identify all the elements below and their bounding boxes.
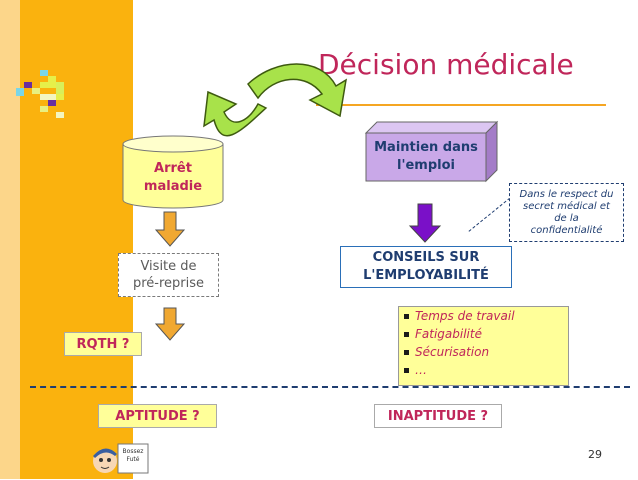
conseils-line-1: CONSEILS SUR	[372, 250, 480, 265]
list-item: Fatigabilité	[399, 326, 568, 343]
confidentiality-note: Dans le respect du secret médical et de …	[509, 183, 624, 242]
pixel-decoration-icon	[16, 70, 64, 118]
logo: Bossez Futé	[87, 440, 149, 476]
logo-text: Bossez Futé	[118, 448, 148, 464]
conseils-box: CONSEILS SUR L'EMPLOYABILITÉ	[340, 246, 512, 288]
inaptitude-box: INAPTITUDE ?	[374, 404, 502, 428]
page-title: Décision médicale	[318, 48, 574, 81]
circular-arrows-icon	[203, 63, 348, 137]
maintien-label: Maintien dans l'emploi	[366, 137, 486, 177]
conseils-line-2: L'EMPLOYABILITÉ	[363, 268, 489, 283]
logo-icon	[93, 443, 149, 474]
aptitude-box: APTITUDE ?	[98, 404, 217, 428]
arret-line-1: Arrêt	[154, 161, 192, 176]
note-line-4: confidentialité	[530, 224, 603, 236]
note-line-2: secret médical et	[523, 200, 610, 212]
logo-line-1: Bossez	[122, 448, 144, 455]
left-sidebar-stripe	[0, 0, 20, 479]
maintien-line-1: Maintien dans	[374, 140, 478, 155]
note-connector	[467, 197, 511, 233]
visite-line-2: pré-reprise	[132, 276, 205, 291]
bullet-list: Temps de travail Fatigabilité Sécurisati…	[399, 308, 568, 379]
page-number: 29	[588, 448, 602, 461]
arret-line-2: maladie	[143, 179, 203, 194]
arret-maladie-cylinder	[122, 135, 224, 209]
list-item: Temps de travail	[399, 308, 568, 325]
inaptitude-label: INAPTITUDE ?	[387, 408, 489, 424]
logo-line-2: Futé	[126, 456, 140, 463]
separator-dashed-line	[30, 386, 630, 388]
left-sidebar	[0, 0, 133, 479]
visite-pre-reprise-box: Visite de pré-reprise	[118, 253, 219, 297]
rqth-box: RQTH ?	[64, 332, 142, 356]
maintien-3d-box	[364, 120, 499, 183]
note-line-3: de la	[554, 212, 579, 224]
note-line-1: Dans le respect du	[519, 188, 614, 200]
arret-maladie-label: Arrêt maladie	[130, 158, 216, 198]
aptitude-label: APTITUDE ?	[115, 408, 200, 424]
maintien-line-2: l'emploi	[397, 158, 455, 173]
arrow-down-orange-2	[154, 307, 186, 341]
arrow-down-purple	[408, 203, 442, 243]
bullet-list-box: Temps de travail Fatigabilité Sécurisati…	[398, 306, 569, 386]
rqth-label: RQTH ?	[76, 336, 130, 352]
list-item: …	[399, 362, 568, 379]
title-underline	[316, 104, 606, 106]
visite-line-1: Visite de	[140, 259, 197, 274]
arrow-down-orange-1	[154, 211, 186, 247]
list-item: Sécurisation	[399, 344, 568, 361]
